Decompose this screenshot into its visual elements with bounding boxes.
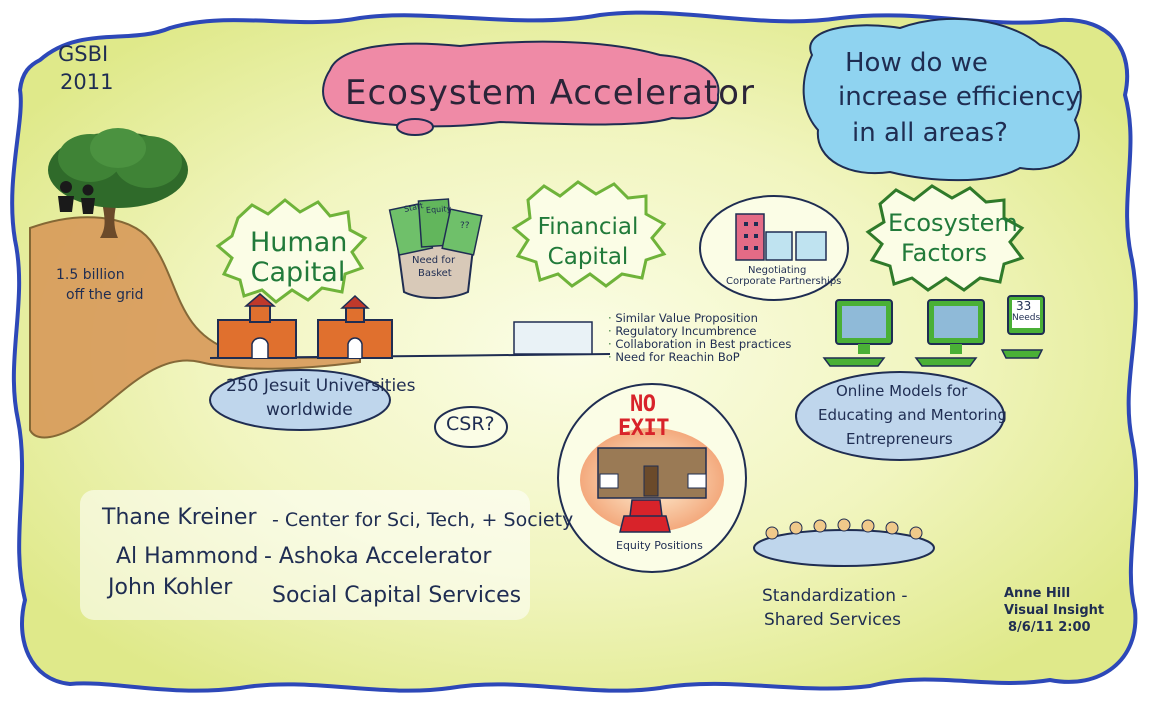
no-exit-sign-line-2: EXIT xyxy=(618,418,669,440)
ecosystem-factors-line-2: Factors xyxy=(894,238,994,268)
money-label-question: ?? xyxy=(460,222,470,231)
human-capital-line-1: Human xyxy=(250,228,346,258)
online-models-line-3: Entrepreneurs xyxy=(846,432,953,447)
event-year: 2011 xyxy=(60,72,113,93)
ecosystem-factors-line-1: Ecosystem xyxy=(888,208,998,238)
question-line-2: increase efficiency xyxy=(838,82,1081,113)
basket-label-line-1: Need for xyxy=(412,256,455,266)
room-door xyxy=(644,466,658,496)
universities-line-2: worldwide xyxy=(266,402,353,419)
speaker-name: Thane Kreiner xyxy=(102,502,257,533)
population-line-1: 1.5 billion xyxy=(56,268,125,282)
standardization-line-2: Shared Services xyxy=(764,612,901,629)
bullet-list: Similar Value Proposition Regulatory Inc… xyxy=(608,312,791,364)
online-models-line-1: Online Models for xyxy=(836,384,967,399)
online-models-line-2: Educating and Mentoring xyxy=(818,408,1007,423)
basket-label-line-2: Basket xyxy=(418,269,452,279)
question-line-1: How do we xyxy=(845,48,988,79)
speaker-org: - Center for Sci, Tech, + Society xyxy=(272,505,573,536)
speaker-name: John Kohler xyxy=(108,572,232,603)
financial-capital-line-1: Financial xyxy=(536,212,640,242)
artist-company: Visual Insight xyxy=(1004,603,1104,618)
csr-label: CSR? xyxy=(446,415,495,434)
population-line-2: off the grid xyxy=(66,288,144,302)
page-title: Ecosystem Accelerator xyxy=(345,76,755,110)
bullet-item: Need for Reachin BoP xyxy=(608,351,791,364)
event-label: GSBI xyxy=(58,44,108,65)
financial-capital-line-2: Capital xyxy=(540,242,636,272)
partnerships-line-1: Negotiating xyxy=(748,266,806,276)
artist-name: Anne Hill xyxy=(1004,586,1070,601)
needs-count: 33 xyxy=(1016,300,1031,312)
speaker-org: Social Capital Services xyxy=(272,580,521,611)
partnerships-line-2: Corporate Partnerships xyxy=(726,277,841,287)
title-cloud-puff xyxy=(397,119,433,135)
office-building xyxy=(514,322,592,354)
universities-line-1: 250 Jesuit Universities xyxy=(226,378,415,395)
human-capital-line-2: Capital xyxy=(248,258,348,288)
artist-date: 8/6/11 2:00 xyxy=(1008,620,1091,635)
no-exit-sign-line-1: NO xyxy=(630,394,656,416)
speaker-name: Al Hammond xyxy=(116,541,258,572)
standardization-line-1: Standardization - xyxy=(762,588,908,605)
needs-label: Needs xyxy=(1012,314,1040,323)
equity-positions-caption: Equity Positions xyxy=(616,540,703,551)
room-window-left xyxy=(600,474,618,488)
speaker-org: - Ashoka Accelerator xyxy=(264,541,491,572)
question-line-3: in all areas? xyxy=(852,118,1008,149)
room-window-right xyxy=(688,474,706,488)
